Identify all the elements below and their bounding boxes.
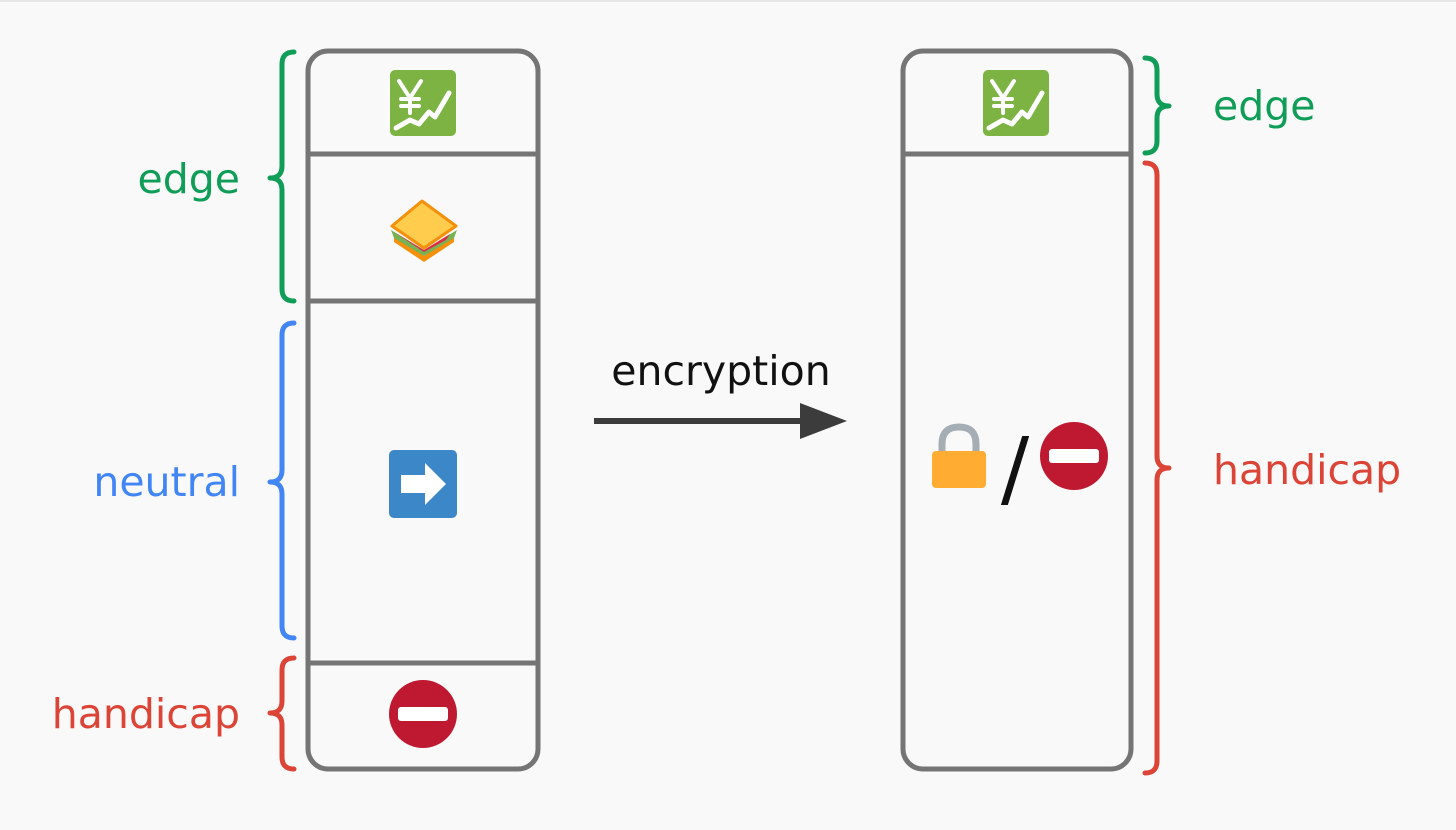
no-entry-icon <box>1040 422 1108 490</box>
edge-brace <box>1142 55 1172 156</box>
no-entry-icon <box>389 680 457 748</box>
lock-icon <box>932 423 986 488</box>
left-handicap-label: handicap <box>51 690 240 738</box>
encryption-label: encryption <box>611 347 831 395</box>
sandwich-icon <box>390 199 458 262</box>
yen-chart-icon <box>983 70 1049 136</box>
right-column-frame <box>900 48 1134 772</box>
edge-brace <box>267 49 297 304</box>
separator-slash: / <box>1001 419 1030 517</box>
left-column <box>305 48 541 772</box>
left-column-frame <box>305 48 541 772</box>
right-column: / <box>900 48 1134 772</box>
arrow-right-icon <box>594 403 847 439</box>
right-arrow-icon <box>389 450 457 518</box>
yen-chart-icon <box>390 70 456 136</box>
handicap-brace <box>1142 160 1172 776</box>
left-edge-label: edge <box>137 155 241 203</box>
top-divider <box>0 0 1456 2</box>
right-handicap-label: handicap <box>1213 446 1402 494</box>
left-neutral-label: neutral <box>93 458 240 506</box>
neutral-brace <box>267 320 297 641</box>
right-edge-label: edge <box>1213 82 1316 130</box>
handicap-brace <box>267 655 297 772</box>
